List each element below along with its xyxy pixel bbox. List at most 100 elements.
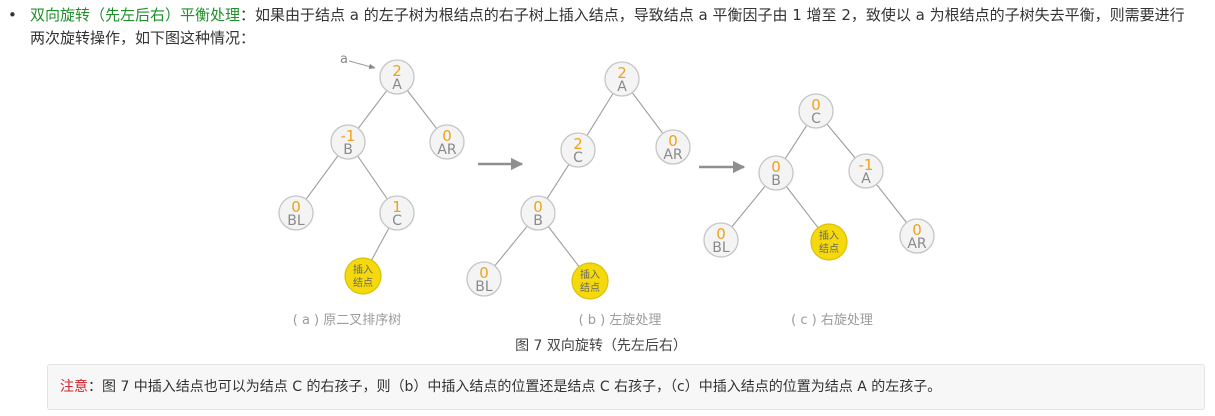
node-balance-factor: 0 [442,127,452,145]
tree-1-node-BL: 0BL [278,195,314,231]
inserted-node-label-line2: 结点 [819,242,839,255]
node-label: BL [287,213,305,229]
node-balance-factor: 2 [392,62,402,80]
node-balance-factor: 0 [912,221,922,239]
node-label: AR [663,147,683,163]
node-balance-factor: 0 [668,132,678,150]
tree-2-node-AR: 0AR [655,129,691,165]
tree-1-edge-B-C [357,155,388,200]
inserted-node-label-line1: 插入 [580,268,600,281]
note-text: ：图 7 中插入结点也可以为结点 C 的右孩子，则（b）中插入结点的位置还是结点… [88,379,942,395]
node-circle [330,124,366,160]
tree-1-edge-A-B [357,90,388,129]
node-balance-factor: 0 [533,198,543,216]
tree-2-node-BL: 0BL [466,261,502,297]
node-label: C [811,111,821,127]
inserted-node-label-line1: 插入 [353,263,373,276]
inserted-node-circle [344,257,382,295]
note-box: 注意：图 7 中插入结点也可以为结点 C 的右孩子，则（b）中插入结点的位置还是… [47,364,1205,410]
node-balance-factor: 2 [617,64,627,82]
tree-3-node-B: 0B [758,155,794,191]
tree-1-edge-A-AR [406,90,438,129]
tree-2-edge-A-AR [631,92,664,134]
node-circle [604,61,640,97]
tree-1-node-B: -1B [330,124,366,160]
pointer-label-a: a [340,52,348,67]
tree-1-inserted-node: 插入结点 [344,257,382,295]
tree-3-node-AR: 0AR [899,218,935,254]
tree-1-edge-C-INS [371,227,390,261]
bullet-text-line1: ：如果由于结点 a 的左子树为根结点的右子树上插入结点，导致结点 a 平衡因子由… [240,6,1185,24]
node-balance-factor: -1 [341,127,356,145]
node-label: AR [437,142,457,158]
node-label: A [617,79,627,95]
inserted-node-label-line2: 结点 [580,281,600,294]
node-label: C [573,150,583,166]
tree-2-node-C: 2C [560,132,596,168]
inserted-node-circle [810,223,848,261]
tree-3-edge-C-B [784,125,808,159]
note-label: 注意 [60,379,88,395]
tree-1-node-C: 1C [379,195,415,231]
tree-2-edge-A-C [586,93,614,136]
node-balance-factor: 0 [811,96,821,114]
caption-c: ( c ) 右旋处理 [791,313,873,328]
node-circle [278,195,314,231]
node-balance-factor: -1 [859,156,874,174]
tree-2-node-B: 0B [520,195,556,231]
tree-2-edge-B-INS [547,226,580,268]
tree-2-edge-C-B [546,164,570,199]
node-balance-factor: 1 [392,198,402,216]
tree-1-node-A: 2A [379,59,415,95]
bullet-text-line2: 两次旋转操作，如下图这种情况： [30,29,256,47]
node-circle [703,222,739,258]
caption-b: ( b ) 左旋处理 [579,313,662,328]
tree-3-edge-A-AR [876,184,907,223]
inserted-node-label-line2: 结点 [353,276,373,289]
tree-3-edge-B-BL [731,185,766,228]
bullet-term: 双向旋转（先左后右）平衡处理 [30,6,241,24]
figure-title: 图 7 双向旋转（先左后右） [515,338,687,354]
node-balance-factor: 0 [291,198,301,216]
node-balance-factor: 0 [716,225,726,243]
node-circle [848,153,884,189]
node-label: B [533,213,543,229]
node-balance-factor: 0 [479,264,489,282]
tree-2-inserted-node: 插入结点 [571,262,609,300]
node-circle [429,124,465,160]
node-circle [899,218,935,254]
node-circle [466,261,502,297]
node-label: BL [475,279,493,295]
caption-a: ( a ) 原二叉排序树 [293,313,402,328]
tree-3-edge-B-INS [785,186,819,229]
tree-1-edge-B-BL [305,155,339,200]
node-label: B [771,173,781,189]
node-circle [798,93,834,129]
node-balance-factor: 0 [771,158,781,176]
inserted-node-circle [571,262,609,300]
node-label: AR [907,236,927,252]
node-label: A [392,77,402,93]
tree-3-inserted-node: 插入结点 [810,223,848,261]
tree-3-node-C: 0C [798,93,834,129]
tree-2-node-A: 2A [604,61,640,97]
node-circle [379,59,415,95]
pointer-arrow-icon [348,60,376,70]
tree-1-node-AR: 0AR [429,124,465,160]
node-label: B [343,142,353,158]
node-label: A [861,171,871,187]
rotation-diagram: 2A-1B0AR0BL1C插入结点2A2C0AR0B0BL插入结点0C0B-1A… [278,52,935,354]
bullet-dot-icon: • [8,6,17,24]
tree-2-edge-B-BL [494,225,528,267]
node-circle [655,129,691,165]
node-circle [560,132,596,168]
node-label: BL [712,240,730,256]
inserted-node-label-line1: 插入 [819,229,839,242]
bullet-item: • 双向旋转（先左后右）平衡处理：如果由于结点 a 的左子树为根结点的右子树上插… [8,4,1208,50]
node-circle [520,195,556,231]
node-balance-factor: 2 [573,135,583,153]
tree-3-node-BL: 0BL [703,222,739,258]
bullet-paragraph: 双向旋转（先左后右）平衡处理：如果由于结点 a 的左子树为根结点的右子树上插入结… [30,4,1208,50]
tree-3-edge-C-A [826,123,856,159]
node-circle [379,195,415,231]
